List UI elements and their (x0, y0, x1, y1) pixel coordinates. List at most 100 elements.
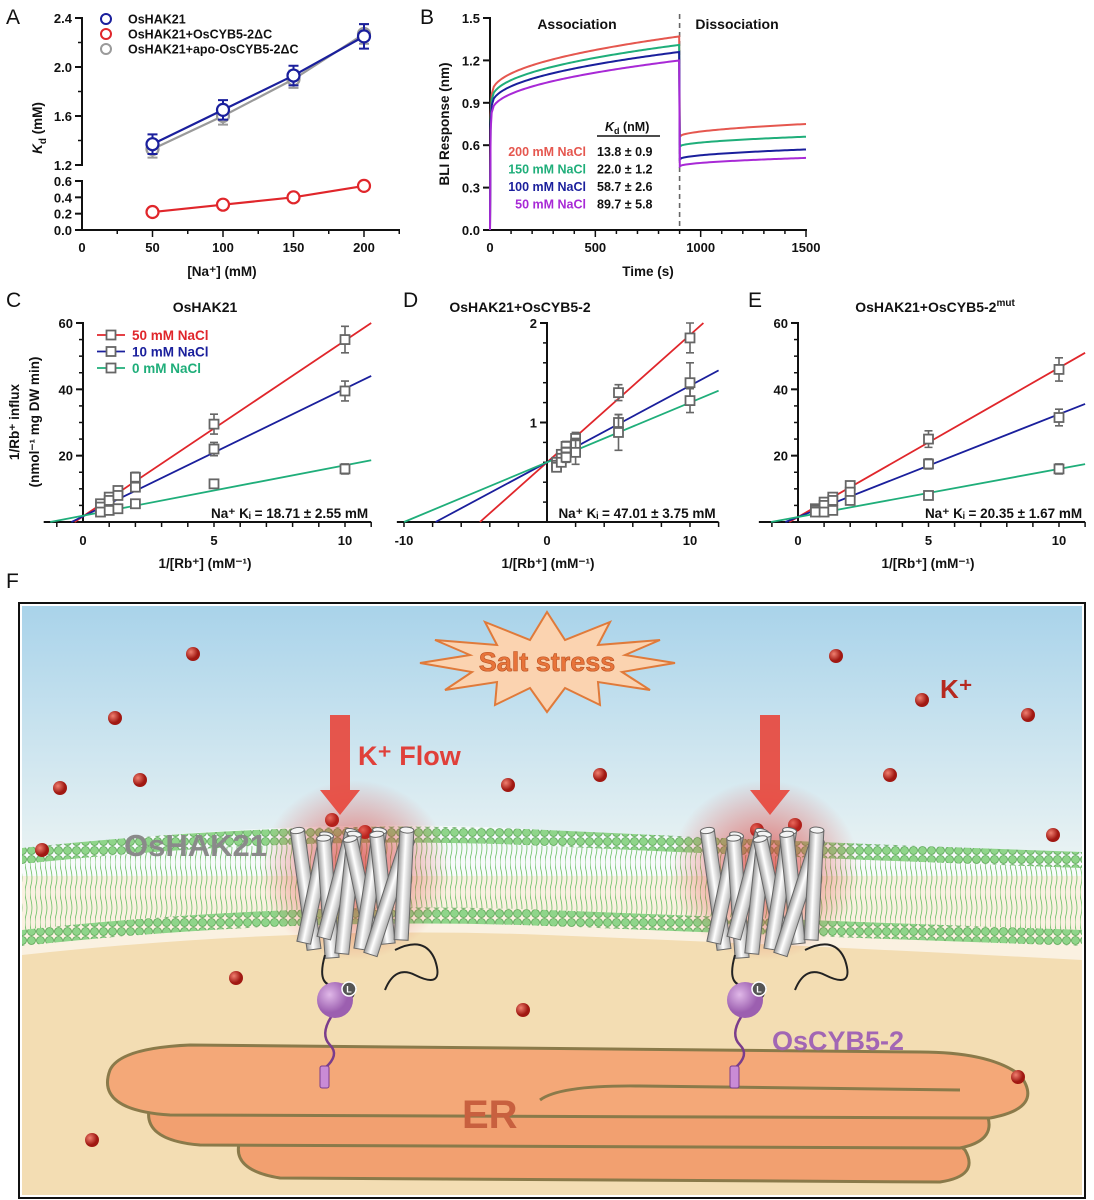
data-point (570, 446, 581, 458)
legend-label: OsHAK21+apo-OsCYB5-2ΔC (128, 43, 299, 57)
chart-title-main: OsHAK21+OsCYB5-2 (855, 299, 996, 315)
x-tick-label: 5 (925, 533, 932, 548)
k-ion (593, 768, 607, 782)
k-ion (829, 649, 843, 663)
data-point (810, 506, 821, 518)
x-tick-label: 500 (584, 240, 606, 255)
y-label-sub: d (38, 138, 49, 144)
panel-label-a: A (6, 6, 20, 29)
k-ion (501, 778, 515, 792)
data-point (339, 463, 351, 475)
data-point (129, 471, 141, 483)
data-point (286, 68, 301, 83)
x-tick-label: 1500 (792, 240, 821, 255)
data-point (95, 506, 106, 518)
data-point (208, 478, 220, 490)
panel-label-f: F (6, 570, 19, 593)
series-1 (145, 23, 372, 155)
y-tick-label: 0.0 (54, 223, 72, 238)
kd-header: Kd (nM) (605, 120, 649, 136)
x-tick-label: 1000 (686, 240, 715, 255)
data-point (827, 504, 839, 516)
data-point (145, 204, 160, 220)
series-label: 200 mM NaCl (508, 145, 586, 159)
k-ion (85, 1133, 99, 1147)
k-ion (53, 781, 67, 795)
data-point (1053, 412, 1065, 423)
k-ion (1011, 1070, 1025, 1084)
data-point (112, 503, 124, 515)
data-point (613, 427, 624, 438)
dissociation-label: Dissociation (695, 16, 778, 32)
diagram-frame (18, 602, 1086, 1199)
chart-title-main: OsHAK21 (173, 299, 238, 315)
oscyb5-label: OsCYB5-2 (772, 1026, 904, 1056)
k-ion-label: K⁺ (940, 674, 973, 704)
ki-label: Na⁺ Kᵢ = 20.35 ± 1.67 mM (925, 506, 1082, 521)
x-axis-label: 1/[Rb⁺] (mM⁻¹) (882, 556, 975, 571)
diagram-f-model: ER Salt stress K⁺ K⁺ Flow OsHAK21 OsCYB5… (18, 602, 1086, 1199)
y-tick-label: 1.2 (462, 53, 480, 68)
y-tick-label: 0.6 (54, 174, 72, 189)
k-flow-label: K⁺ Flow (358, 741, 462, 771)
y-tick-label: 0.0 (462, 223, 480, 238)
er-label: ER (462, 1093, 518, 1137)
bli-curve-3 (489, 59, 807, 231)
data-point (560, 451, 572, 463)
k-ion (229, 971, 243, 985)
l-badge (341, 981, 357, 997)
y-tick-label: 20 (59, 449, 73, 464)
salt-stress-label: Salt stress (479, 647, 616, 677)
fit-line-0 (74, 322, 372, 523)
k-ion (108, 711, 122, 725)
k-ion (915, 693, 929, 707)
data-point (684, 377, 696, 389)
k-ion (1021, 708, 1035, 722)
data-point (356, 29, 372, 44)
x-axis-label: 1/[Rb⁺] (mM⁻¹) (502, 556, 595, 571)
data-point (339, 385, 351, 397)
y-tick-label: 20 (774, 449, 788, 464)
chart-title: OsHAK21+OsCYB5-2mut (855, 298, 1015, 315)
legend-label: 10 mM NaCl (132, 345, 209, 360)
kd-value: 22.0 ± 1.2 (597, 163, 653, 177)
data-point (1053, 463, 1065, 475)
series-2 (145, 178, 372, 220)
oscyb5-protein: L (317, 981, 357, 1089)
panel-label-c: C (6, 289, 21, 312)
series-line (152, 184, 365, 214)
y-label-k: K (30, 143, 45, 154)
y-tick-label: 1 (530, 416, 537, 431)
l-badge (751, 981, 767, 997)
legend-marker (100, 43, 112, 55)
data-point (684, 332, 696, 344)
y-axis-label: Kd (mM) (30, 102, 49, 154)
kd-header-k: K (605, 120, 615, 134)
x-tick-label: 10 (683, 533, 697, 548)
panel-label-e: E (748, 289, 762, 312)
legend-marker (105, 329, 117, 341)
data-point (215, 102, 231, 117)
data-point (339, 334, 351, 345)
data-point (923, 490, 934, 501)
x-tick-label: 10 (1052, 533, 1066, 548)
chart-title: OsHAK21+OsCYB5-2 (449, 299, 590, 315)
legend-marker (100, 13, 112, 25)
fit-line-0 (788, 352, 1086, 523)
y-tick-label: 60 (774, 316, 788, 331)
y-tick-label: 2.4 (54, 11, 73, 26)
data-point (112, 490, 124, 501)
association-label: Association (537, 16, 616, 32)
y-tick-label: 2.0 (54, 60, 72, 75)
chart-title-sup: mut (996, 298, 1015, 309)
x-tick-label: 100 (212, 240, 234, 255)
legend-label: 0 mM NaCl (132, 361, 201, 376)
k-flow-arrow-icon (750, 715, 790, 815)
series-label: 50 mM NaCl (515, 198, 586, 212)
data-point (923, 433, 934, 445)
